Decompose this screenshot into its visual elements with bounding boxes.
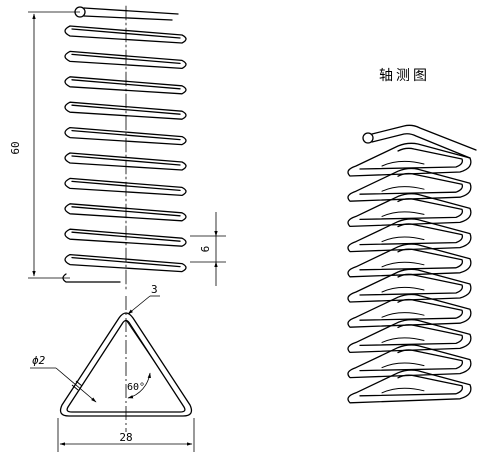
front-view-coil-inner (71, 129, 181, 141)
isometric-coil-back (381, 362, 425, 369)
front-view-coil-inner (71, 53, 181, 65)
isometric-coil-back (381, 160, 425, 167)
isometric-coil-inner (359, 298, 464, 321)
dim-angle-label: 60° (127, 382, 145, 393)
isometric-coil-back (381, 387, 425, 394)
dim-radius-label: 3 (151, 283, 158, 296)
dimension-free-length (28, 11, 80, 279)
isometric-coil-back (381, 312, 425, 318)
front-view-top-wire (83, 7, 179, 21)
front-view-coil (64, 228, 187, 247)
isometric-coil (347, 243, 472, 278)
front-view-coil (64, 203, 187, 222)
front-view-coil (64, 152, 187, 171)
isometric-coil-inner (359, 198, 464, 221)
isometric-coil (347, 193, 472, 228)
dimension-apex-angle (125, 319, 161, 399)
isometric-coil-inner (359, 273, 464, 296)
isometric-coil-back (381, 236, 425, 243)
dim-width-label: 28 (119, 431, 132, 444)
front-view-coil-inner (71, 28, 181, 39)
dimension-pitch (190, 212, 226, 286)
front-view-coil (64, 76, 187, 95)
isometric-coil-inner (359, 147, 464, 170)
isometric-top-hook (362, 132, 374, 144)
front-view-coil-inner (71, 256, 181, 268)
isometric-coil-inner (359, 374, 464, 397)
isometric-coil (347, 142, 472, 177)
isometric-coil-inner (359, 324, 464, 347)
isometric-coil-back (381, 211, 425, 217)
isometric-coil-inner (359, 172, 464, 195)
front-view-coil-inner (71, 231, 181, 242)
front-view-coil-inner (71, 155, 181, 166)
isometric-view (347, 124, 477, 404)
dim-wire-diameter-label: ϕ2 (32, 354, 46, 367)
front-view-coil (64, 253, 187, 273)
isometric-view-title: 轴测图 (379, 68, 430, 84)
dim-pitch-label: 6 (199, 246, 212, 253)
front-view-bottom-end (62, 273, 121, 283)
dimension-base-width (57, 418, 195, 452)
front-view-coil (64, 126, 187, 146)
isometric-top-wire-inner (371, 133, 471, 159)
isometric-coil (347, 218, 472, 253)
isometric-coils (347, 124, 477, 404)
front-view-coil-inner (71, 180, 181, 192)
isometric-coil (347, 268, 472, 303)
isometric-coil-inner (359, 223, 464, 246)
isometric-coil (347, 319, 472, 354)
front-view-coils (64, 25, 187, 273)
front-view-coil (64, 50, 187, 70)
isometric-coil (347, 167, 472, 202)
isometric-coil-back (381, 261, 425, 268)
front-view-coil (64, 101, 187, 120)
dimension-wire-diameter (30, 367, 97, 403)
triangle-outer (59, 312, 193, 417)
front-view (62, 5, 187, 291)
isometric-coil-back (381, 286, 425, 293)
front-view-coil-inner (71, 206, 181, 217)
dim-free-length-label: 60 (9, 141, 22, 154)
isometric-coil-inner (359, 349, 464, 372)
front-view-coil-inner (71, 104, 181, 115)
isometric-coil-back (381, 337, 425, 343)
isometric-coil (347, 369, 472, 404)
dimension-bend-radius (127, 295, 160, 315)
isometric-coil-back (381, 186, 425, 192)
isometric-coil (347, 293, 472, 328)
front-view-coil-inner (71, 79, 181, 90)
isometric-coil (347, 344, 472, 379)
isometric-top-wire (371, 124, 477, 151)
section-view (59, 296, 193, 432)
isometric-coil-inner (359, 248, 464, 271)
front-view-coil (64, 25, 187, 44)
front-view-coil (64, 177, 187, 197)
